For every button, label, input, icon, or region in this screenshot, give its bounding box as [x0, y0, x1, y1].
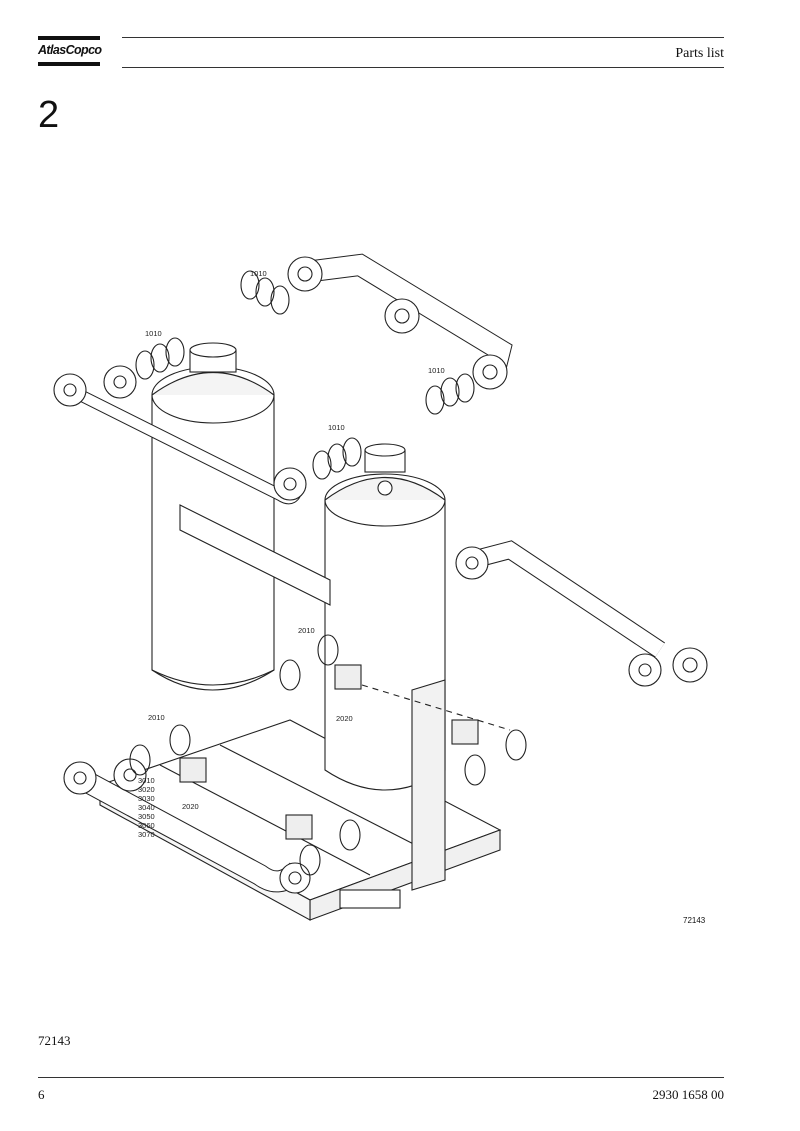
pipe-top-crossover — [287, 253, 513, 390]
figure-id-label: 72143 — [683, 916, 706, 925]
callout-2020-upper: 2020 — [336, 714, 353, 723]
header-title: Parts list — [675, 46, 724, 61]
pipe-right-outlet — [455, 540, 708, 687]
logo-bar-top — [38, 36, 100, 40]
page-number: 6 — [38, 1087, 45, 1102]
valve-actuators — [179, 664, 479, 840]
header-rule-bottom — [122, 67, 724, 68]
callout-3040: 3040 — [138, 803, 155, 812]
exploded-parts-drawing: 1010 1010 1010 1010 2010 2020 2010 3010 … — [53, 253, 708, 921]
callout-3020: 3020 — [138, 785, 155, 794]
atlas-copco-logo: AtlasCopco — [38, 36, 102, 66]
callout-3060: 3060 — [138, 821, 155, 830]
right-vessel — [324, 443, 446, 891]
callout-2010-upper: 2010 — [298, 626, 315, 635]
callout-3010: 3010 — [138, 776, 155, 785]
callout-1010-right: 1010 — [428, 366, 445, 375]
callout-3050: 3050 — [138, 812, 155, 821]
left-vessel — [151, 342, 275, 691]
callout-1010-left: 1010 — [145, 329, 162, 338]
callout-3030: 3030 — [138, 794, 155, 803]
callout-3070: 3070 — [138, 830, 155, 839]
figure-caption: 72143 — [38, 1033, 71, 1048]
pipe-top-left — [53, 365, 307, 505]
footer-rule — [38, 1077, 724, 1078]
logo-wordmark: AtlasCopco — [38, 43, 102, 57]
section-number: 2 — [38, 94, 60, 136]
callout-2020-lower: 2020 — [182, 802, 199, 811]
callout-1010-top: 1010 — [250, 269, 267, 278]
callout-1010-center: 1010 — [328, 423, 345, 432]
document-number: 2930 1658 00 — [652, 1087, 725, 1102]
logo-bar-bottom — [38, 62, 100, 66]
callout-labels: 1010 1010 1010 1010 2010 2020 2010 3010 … — [138, 269, 445, 839]
support-bracket — [179, 504, 331, 606]
gasket-rings — [129, 270, 527, 876]
hidden-connection-line — [361, 684, 511, 731]
header-rule-top — [122, 37, 724, 38]
callout-2010-lower: 2010 — [148, 713, 165, 722]
